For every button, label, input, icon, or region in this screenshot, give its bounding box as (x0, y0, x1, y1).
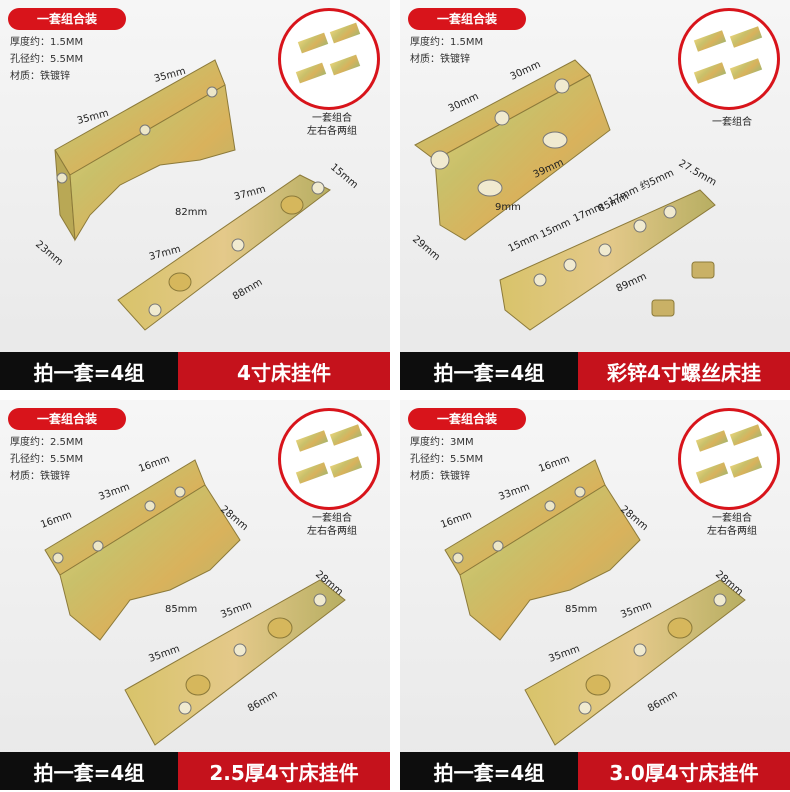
inset-caption: 一套组合 左右各两组 (284, 112, 380, 138)
dim-label: 15mm (507, 231, 541, 255)
set-preview-inset (278, 408, 380, 510)
dim-label: 16mm (137, 453, 171, 474)
bracket-diagram: 30mm 30mm 39mm 9mm 85mm 29mm 27.5mm 15mm… (410, 59, 719, 331)
spec-hole: 孔径约：5.5MM (410, 454, 484, 465)
dim-label: 85mm (565, 604, 597, 615)
spec-thickness: 厚度约：3MM (410, 437, 474, 448)
set-preview-icon (295, 22, 361, 84)
dim-label: 86mm (246, 689, 279, 715)
set-badge: 一套组合装 (408, 8, 526, 30)
set-preview-icon (693, 26, 763, 84)
bracket-diagram: 35mm 35mm 82mm 37mm 37mm 15mm 23mm 88mm (33, 59, 360, 331)
dim-label: 89mm (615, 271, 649, 295)
dim-label: 35mm (219, 599, 253, 620)
caption-line: 左右各两组 (707, 526, 757, 537)
dim-label: 16mm (537, 453, 571, 474)
dim-label: 27.5mm (677, 158, 719, 188)
dim-label: 88mm (231, 277, 264, 303)
product-name: 2.5厚4寸床挂件 (178, 752, 390, 790)
dim-label: 15mm (328, 162, 360, 191)
set-preview-icon (295, 424, 363, 484)
dim-label: 30mm (509, 59, 543, 83)
set-preview-inset (278, 8, 380, 110)
dim-label: 33mm (97, 481, 131, 502)
dim-label: 37mm (233, 184, 267, 203)
product-name: 3.0厚4寸床挂件 (578, 752, 790, 790)
spec-material: 材质：铁镀锌 (410, 54, 470, 65)
bracket-diagram: 16mm 33mm 16mm 28mm 85mm 28mm 35mm 35mm … (439, 453, 746, 746)
spec-list: 厚度约：1.5MM 孔径约：5.5MM 材质：铁镀锌 (10, 34, 83, 85)
bottom-banner: 拍一套=4组 彩锌4寸螺丝床挂 (400, 352, 790, 390)
product-panel-3: 一套组合装 厚度约：2.5MM 孔径约：5.5MM 材质：铁镀锌 16mm 33… (0, 400, 390, 790)
dim-label: 23mm (33, 239, 65, 268)
caption-line: 一套组合 (712, 117, 752, 128)
set-badge: 一套组合装 (8, 408, 126, 430)
spec-list: 厚度约：2.5MM 孔径约：5.5MM 材质：铁镀锌 (10, 434, 83, 485)
dim-label: 85mm (165, 604, 197, 615)
dim-label: 86mm (646, 689, 679, 715)
product-name: 4寸床挂件 (178, 352, 390, 390)
inset-caption: 一套组合 (684, 116, 780, 129)
dim-label: 82mm (175, 207, 207, 218)
bottom-banner: 拍一套=4组 3.0厚4寸床挂件 (400, 752, 790, 790)
dim-label: 17mm (572, 201, 606, 225)
dim-label: 35mm (619, 599, 653, 620)
dim-label: 30mm (447, 91, 481, 115)
bottom-banner: 拍一套=4组 2.5厚4寸床挂件 (0, 752, 390, 790)
set-badge: 一套组合装 (8, 8, 126, 30)
set-preview-inset (678, 408, 780, 510)
spec-thickness: 厚度约：1.5MM (10, 37, 84, 48)
product-panel-1: 一套组合装 厚度约：1.5MM 孔径约：5.5MM 材质：铁镀锌 35mm 35… (0, 0, 390, 390)
dim-label: 16mm (39, 509, 73, 530)
dim-label: 29mm (410, 234, 442, 263)
product-panel-2: 一套组合装 厚度约：1.5MM 材质：铁镀锌 30mm 30mm 39mm 9m… (400, 0, 790, 390)
spec-list: 厚度约：3MM 孔径约：5.5MM 材质：铁镀锌 (410, 434, 483, 485)
caption-line: 左右各两组 (307, 126, 357, 137)
set-count-label: 拍一套=4组 (0, 752, 178, 790)
caption-line: 一套组合 (312, 113, 352, 124)
set-badge: 一套组合装 (408, 408, 526, 430)
inset-caption: 一套组合 左右各两组 (684, 512, 780, 538)
dim-label: 9mm (495, 202, 521, 213)
dim-label: 15mm (539, 217, 573, 241)
bottom-banner: 拍一套=4组 4寸床挂件 (0, 352, 390, 390)
set-count-label: 拍一套=4组 (400, 352, 578, 390)
set-preview-icon (695, 424, 763, 484)
inset-caption: 一套组合 左右各两组 (284, 512, 380, 538)
spec-hole: 孔径约：5.5MM (10, 54, 84, 65)
spec-thickness: 厚度约：2.5MM (10, 437, 84, 448)
dim-label: 约5mm (638, 166, 676, 193)
spec-thickness: 厚度约：1.5MM (410, 37, 484, 48)
spec-hole: 孔径约：5.5MM (10, 454, 84, 465)
product-panel-4: 一套组合装 厚度约：3MM 孔径约：5.5MM 材质：铁镀锌 16mm 33mm… (400, 400, 790, 790)
spec-material: 材质：铁镀锌 (10, 71, 70, 82)
bracket-diagram: 16mm 33mm 16mm 28mm 85mm 28mm 35mm 35mm … (39, 453, 346, 746)
spec-list: 厚度约：1.5MM 材质：铁镀锌 (410, 34, 483, 68)
set-count-label: 拍一套=4组 (400, 752, 578, 790)
caption-line: 一套组合 (712, 513, 752, 524)
spec-material: 材质：铁镀锌 (10, 471, 70, 482)
spec-material: 材质：铁镀锌 (410, 471, 470, 482)
set-preview-inset (678, 8, 780, 110)
dim-label: 16mm (439, 509, 473, 530)
product-name: 彩锌4寸螺丝床挂 (578, 352, 790, 390)
caption-line: 一套组合 (312, 513, 352, 524)
dim-label: 33mm (497, 481, 531, 502)
set-count-label: 拍一套=4组 (0, 352, 178, 390)
caption-line: 左右各两组 (307, 526, 357, 537)
